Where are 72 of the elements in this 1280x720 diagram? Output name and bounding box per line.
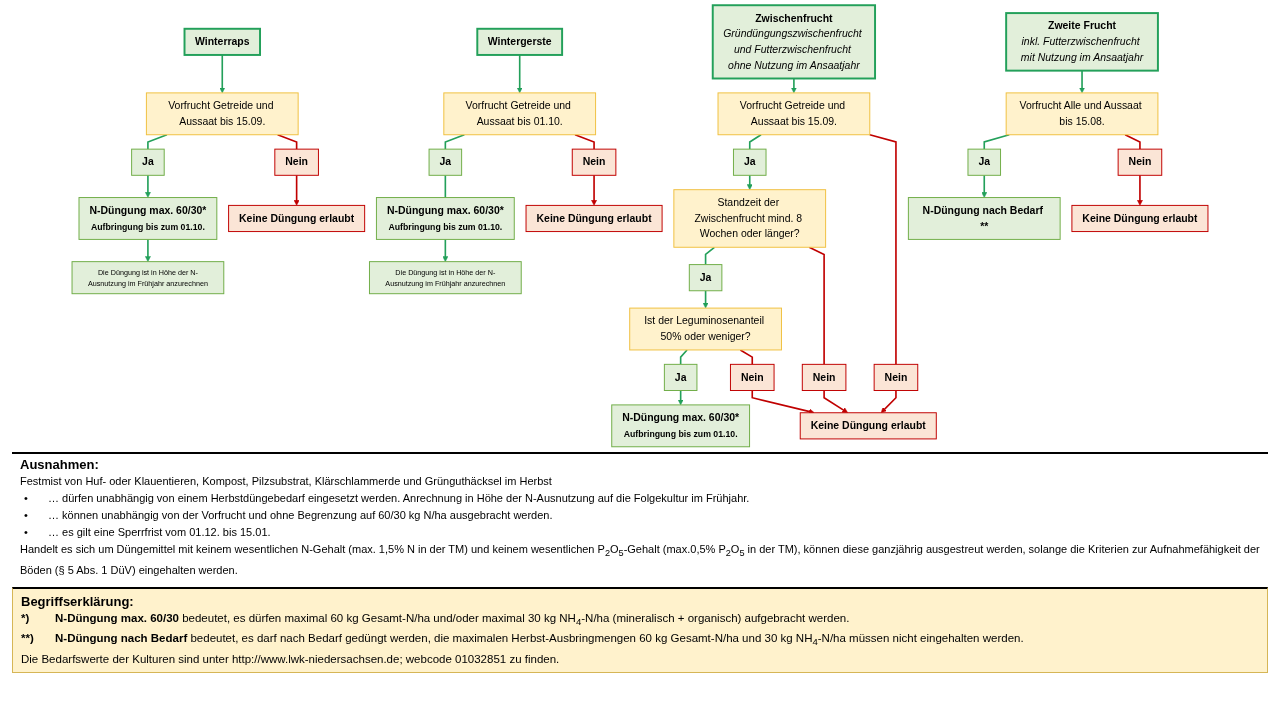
node-box: Keine Düngung erlaubt (525, 204, 663, 233)
note-text: Festmist von Huf- oder Klauentieren, Kompost, Pilzsubstrat, Klärschlammerde und Grünguthäcksel im Herbst (20, 474, 553, 489)
node-box: Nein (571, 148, 617, 176)
connector (808, 246, 825, 366)
connector (704, 246, 716, 266)
arrow (293, 174, 300, 206)
bullet-text: … können unabhängig von der Vorfrucht und ohne Begrenzung auf 60/30 kg N/ha ausgebracht werden. (48, 508, 553, 523)
arrow (442, 238, 449, 262)
arrow (1079, 69, 1085, 94)
bullet-mark: • (23, 491, 29, 506)
node-box: N-Düngung max. 60/30* Aufbringung bis zum 01.10. (375, 197, 515, 240)
connector (868, 133, 897, 366)
node-box: Wintergerste (476, 27, 564, 56)
definition-text: N-Düngung nach Bedarf bedeutet, es darf nach Bedarf gedüngt werden, die maximalen Herbst-Ausbringmengen 60 kg Gesamt-N/ha und 30 kg NH$_{4}$-N/ha müssen nicht eingehalten werden. (55, 631, 1024, 650)
footnote-mark: **) (21, 631, 35, 647)
connector (739, 349, 754, 366)
node-box: Vorfrucht Alle und Aussaat bis 15.08. (1005, 92, 1159, 136)
bullet-mark: • (23, 508, 29, 523)
section-heading: Ausnahmen: (20, 456, 100, 473)
node-box: Vorfrucht Getreide und Aussaat bis 01.10. (443, 92, 597, 136)
node-box: Winterraps (183, 27, 261, 56)
bullet-text: … dürfen unabhängig von einem Herbstdüngebedarf eingesetzt werden. Anrechnung in Höhe der N-Ausnutzung auf die Folgekultur im Frühjahr. (48, 491, 750, 506)
node-box: Vorfrucht Getreide und Aussaat bis 15.09. (717, 92, 871, 136)
node-box: N-Düngung max. 60/30* Aufbringung bis zum 01.10. (611, 404, 751, 448)
node-box: N-Düngung nach Bedarf ** (907, 197, 1061, 240)
arrow (1137, 174, 1143, 206)
arrow (880, 389, 897, 413)
bullet-text: … es gilt eine Sperrfrist vom 01.12. bis 15.01. (48, 525, 271, 540)
node-box: Nein (873, 363, 919, 391)
connector (444, 174, 447, 199)
node-box: Zweite Frucht inkl. Futterzwischenfrucht mit Nutzung im Ansaatjahr (1005, 12, 1159, 72)
node-box: Vorfrucht Getreide und Aussaat bis 15.09. (145, 92, 299, 136)
bullet-mark: • (23, 525, 29, 540)
arrow (516, 54, 523, 94)
node-box: Nein (274, 148, 319, 176)
connector (276, 133, 298, 150)
node-box: Ist der Leguminosenanteil 50% oder weniger? (629, 307, 782, 351)
arrow (791, 77, 797, 94)
arrow (746, 174, 753, 190)
node-box: Ja (967, 148, 1002, 176)
node-box: Nein (729, 363, 775, 391)
connector (147, 133, 168, 150)
arrow (981, 174, 988, 198)
node-box: Zwischenfrucht Gründüngungszwischenfrucht und Futterzwischenfrucht ohne Nutzung im Ansaatjahr (711, 4, 877, 80)
arrow (145, 174, 151, 198)
node-box: Nein (1117, 148, 1163, 176)
connector (748, 133, 762, 150)
node-box: Keine Düngung erlaubt (1071, 204, 1209, 233)
node-box: Standzeit der Zwischenfrucht mind. 8 Wochen oder länger? (673, 189, 827, 248)
node-box: N-Düngung max. 60/30* Aufbringung bis zum 01.10. (78, 197, 218, 240)
node-box: Ja (663, 363, 698, 391)
connector (983, 133, 1011, 150)
arrow (591, 174, 597, 206)
node-box: Ja (428, 148, 463, 176)
arrow (219, 54, 226, 94)
node-box: Keine Düngung erlaubt (228, 204, 366, 233)
definition-text: N-Düngung max. 60/30 bedeutet, es dürfen maximal 60 kg Gesamt-N/ha und/oder maximal 30 kg NH$_{4}$-N/ha (mineralisch + organisch) aufgebracht werden. (55, 611, 850, 630)
connector (444, 133, 466, 150)
arrow (145, 238, 151, 262)
node-box: Keine Düngung erlaubt (799, 412, 937, 440)
node-box: Ja (688, 264, 723, 292)
note-text: Die Bedarfswerte der Kulturen sind unter http://www.lwk-niedersachsen.de; webcode 01032851 zu finden. (21, 651, 561, 667)
node-box: Ja (732, 148, 767, 176)
connector (1124, 133, 1141, 150)
arrow (677, 389, 684, 406)
footnote-mark: *) (21, 611, 31, 627)
node-box: Ja (131, 148, 165, 176)
note-text: Handelt es sich um Düngemittel mit keinem wesentlichen N-Gehalt (max. 1,5% N in der TM) und keinem wesentlichen P$_{2}$O$_{5}$-Gehalt (max.0,5% P$_{2}$O$_{5}$ in der TM), können diese ganzjährig ausgestreut werden, solange die Kriterien zur Aufnahmefähigkeit der Böden (§ 5 Abs. 1 DüV) eingehalten werden. (20, 542, 1260, 579)
arrow (823, 389, 848, 413)
section-heading: Begriffserklärung: (21, 593, 135, 611)
connector (574, 133, 595, 150)
node-box: Nein (801, 363, 847, 391)
